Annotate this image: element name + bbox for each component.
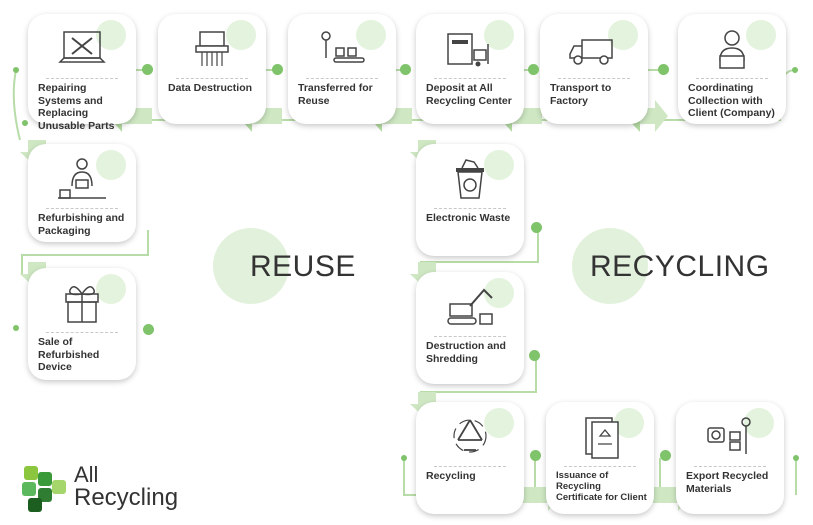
step-label: Refurbishing and Packaging: [38, 212, 125, 237]
step-card-recycling: Recycling: [416, 402, 524, 514]
logo-mark-icon: [22, 466, 66, 512]
step-card-refurbishing: Refurbishing and Packaging: [28, 144, 136, 242]
logo-text-line1: All: [74, 462, 99, 487]
certificate-icon: [574, 414, 626, 460]
shredder-icon: [186, 26, 238, 72]
gift-box-icon: [56, 280, 108, 326]
connector-dot: [143, 324, 154, 335]
reuse-heading: REUSE: [250, 250, 356, 283]
connector-dot: [22, 120, 28, 126]
waste-bin-icon: [444, 156, 496, 202]
step-card-deposit: Deposit at All Recycling Center: [416, 14, 524, 124]
warehouse-forklift-icon: [444, 26, 496, 72]
hand-truck-icon: [704, 414, 756, 460]
connector-dot: [531, 222, 542, 233]
step-card-export: Export Recycled Materials: [676, 402, 784, 514]
connector-dot: [530, 450, 541, 461]
step-card-sale-refurbished: Sale of Refurbished Device: [28, 268, 136, 380]
connector-dot: [793, 455, 799, 461]
step-card-transport: Transport to Factory: [540, 14, 648, 124]
connector-dot: [13, 325, 19, 331]
step-card-destruction-shredding: Destruction and Shredding: [416, 272, 524, 384]
logo-text-line2: Recycling: [74, 484, 179, 511]
step-card-transferred-reuse: Transferred for Reuse: [288, 14, 396, 124]
truck-icon: [568, 26, 620, 72]
all-recycling-logo: All Recycling: [20, 462, 200, 518]
worker-package-icon: [56, 156, 108, 202]
connector-dot: [142, 64, 153, 75]
step-label: Data Destruction: [168, 82, 253, 94]
recycling-circle: [572, 228, 648, 304]
connector-dot: [401, 455, 407, 461]
connector-dot: [528, 64, 539, 75]
connector-dot: [658, 64, 669, 75]
step-card-electronic-waste: Electronic Waste: [416, 144, 524, 256]
recycle-icon: [444, 414, 496, 460]
step-label: Deposit at All Recycling Center: [426, 82, 512, 107]
step-card-coordinating-collection: Coordinating Collection with Client (Com…: [678, 14, 786, 124]
step-label: Issuance of Recycling Certificate for Cl…: [556, 470, 647, 503]
step-label: Recycling: [426, 470, 476, 482]
connector-dot: [272, 64, 283, 75]
connector-dot: [13, 67, 19, 73]
person-laptop-icon: [706, 26, 758, 72]
step-card-certificate: Issuance of Recycling Certificate for Cl…: [546, 402, 654, 514]
connector-dot: [400, 64, 411, 75]
step-label: Transferred for Reuse: [298, 82, 373, 107]
connector-dot: [529, 350, 540, 361]
step-label: Repairing Systems and Replacing Unusable…: [38, 82, 115, 132]
excavator-icon: [444, 284, 496, 330]
recycling-heading: RECYCLING: [590, 250, 770, 283]
step-label: Transport to Factory: [550, 82, 612, 107]
step-label: Electronic Waste: [426, 212, 511, 224]
step-label: Coordinating Collection with Client (Com…: [688, 82, 775, 119]
reuse-circle: [213, 228, 289, 304]
step-label: Destruction and Shredding: [426, 340, 506, 365]
connector-dot: [792, 67, 798, 73]
step-card-repairing: Repairing Systems and Replacing Unusable…: [28, 14, 136, 132]
connector-dot: [660, 450, 671, 461]
conveyor-worker-icon: [316, 26, 368, 72]
step-card-data-destruction: Data Destruction: [158, 14, 266, 124]
laptop-tools-icon: [56, 26, 108, 72]
step-label: Export Recycled Materials: [686, 470, 769, 495]
step-label: Sale of Refurbished Device: [38, 336, 100, 373]
